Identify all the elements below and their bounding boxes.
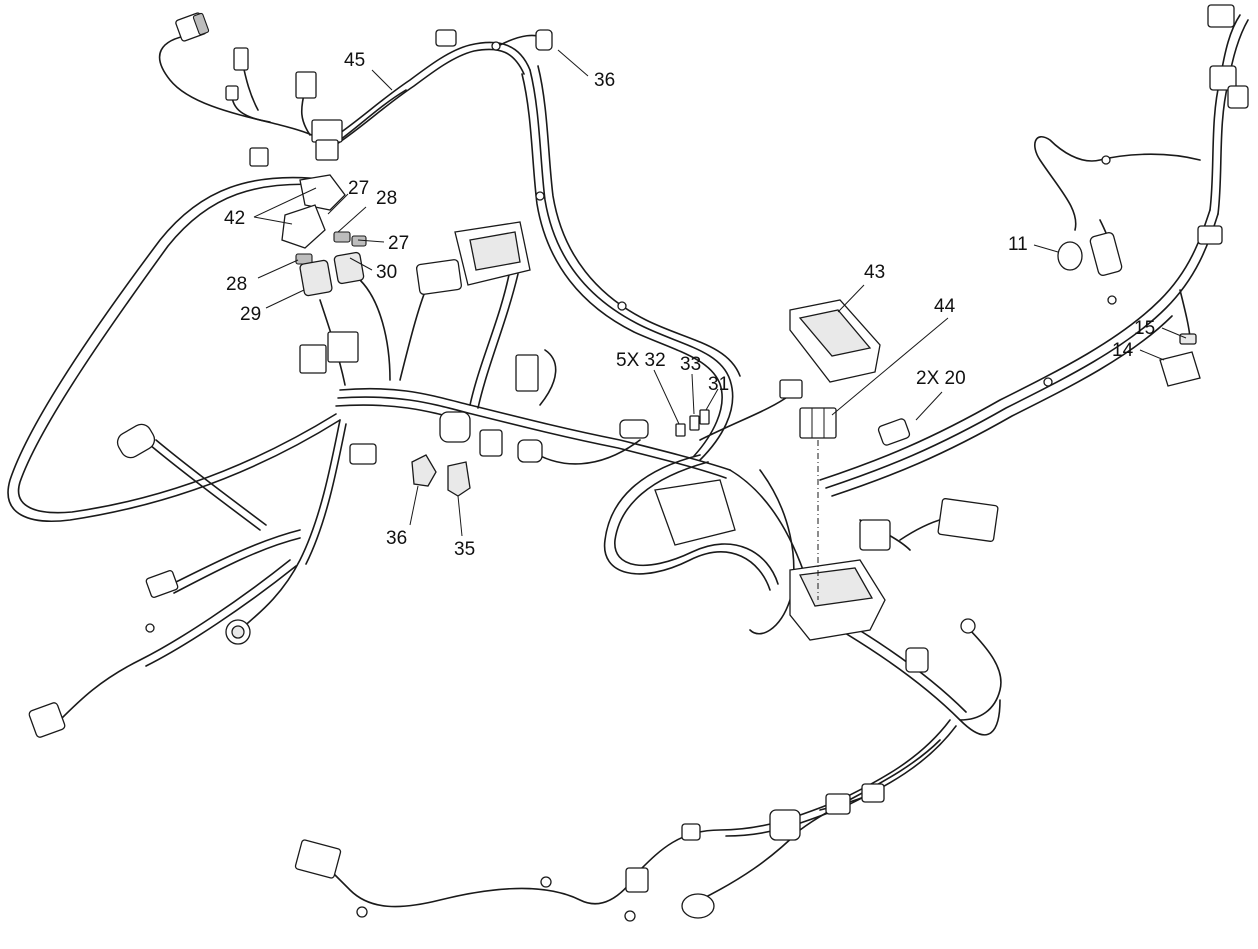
- callout-33: 33: [680, 354, 701, 375]
- callouts: 45 36 42 27 28 27 28 30 29 11 43 44 15 1…: [224, 50, 1155, 560]
- callout-35: 35: [454, 539, 475, 560]
- callout-44: 44: [934, 296, 956, 317]
- leader-lines: [253, 49, 1187, 537]
- callout-36-top: 36: [594, 70, 615, 91]
- callout-43: 43: [864, 262, 885, 283]
- callout-2x20: 2X 20: [916, 368, 966, 389]
- harness-wires: [7, 14, 1249, 908]
- callout-31: 31: [708, 374, 729, 395]
- callout-14: 14: [1112, 340, 1134, 361]
- callout-27-lower: 27: [388, 233, 409, 254]
- callout-28-lower: 28: [226, 274, 247, 295]
- callout-36-bottom: 36: [386, 528, 407, 549]
- callout-5x32: 5X 32: [616, 350, 666, 371]
- callout-42: 42: [224, 208, 245, 229]
- callout-45: 45: [344, 50, 365, 71]
- callout-15: 15: [1134, 318, 1155, 339]
- callout-28-upper: 28: [376, 188, 397, 209]
- callout-29: 29: [240, 304, 261, 325]
- callout-30: 30: [376, 262, 397, 283]
- harness-components: [28, 4, 1249, 922]
- callout-11: 11: [1008, 234, 1028, 255]
- callout-27-upper: 27: [348, 178, 369, 199]
